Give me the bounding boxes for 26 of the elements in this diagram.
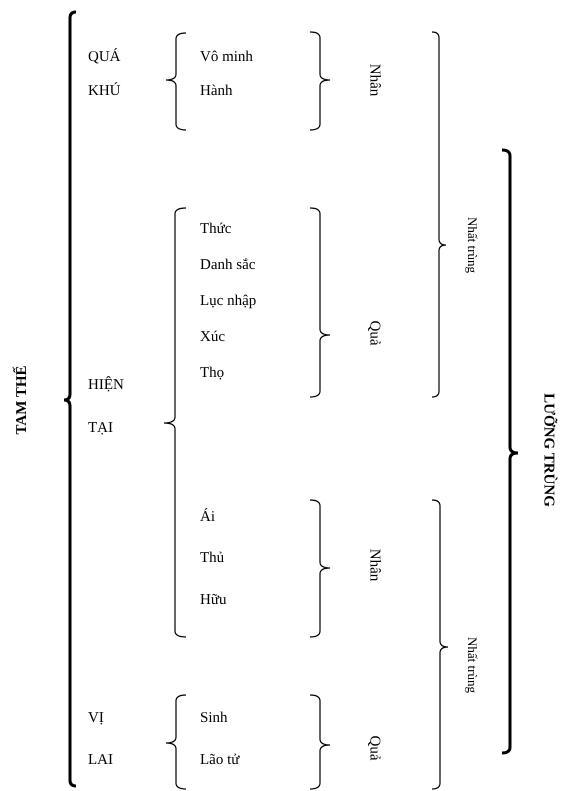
term-label: Danh sắc — [200, 256, 256, 274]
term-label: Nhân — [366, 548, 382, 582]
group-heading: LƯỠNG TRÙNG — [540, 393, 556, 507]
group-heading: TAM THẾ — [14, 365, 30, 435]
term-label: Quả — [366, 320, 382, 346]
term-label: Hữu — [200, 592, 226, 608]
term-label: KHÚ — [88, 82, 120, 100]
term-label: Lục nhập — [200, 292, 256, 310]
term-label: Thọ — [200, 364, 224, 382]
term-label: TẠI — [88, 420, 113, 436]
term-label: Xúc — [200, 328, 225, 346]
term-label: Nhất trùng — [464, 637, 480, 693]
term-label: VỊ — [88, 710, 104, 726]
term-label: HIỆN — [88, 376, 124, 394]
term-label: Ái — [200, 508, 215, 526]
term-label: Nhất trùng — [464, 217, 480, 273]
term-label: Sinh — [200, 710, 228, 726]
term-label: Thức — [200, 220, 232, 238]
term-label: QUÁ — [88, 48, 120, 66]
term-label: Vô minh — [200, 48, 253, 66]
term-label: Lão tử — [200, 752, 240, 768]
term-label: Thủ — [200, 550, 224, 566]
term-label: Hành — [200, 82, 232, 100]
term-label: Quả — [366, 736, 382, 760]
term-label: Nhân — [366, 64, 382, 96]
term-label: LAI — [88, 752, 113, 768]
